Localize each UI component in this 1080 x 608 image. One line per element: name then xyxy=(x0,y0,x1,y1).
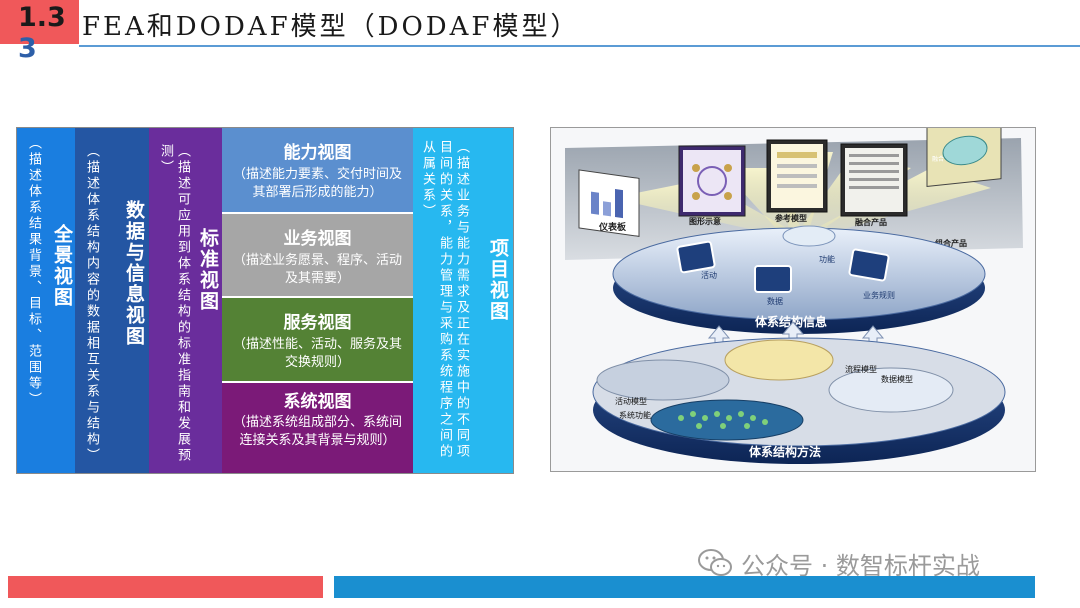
method-item-system-function: 系统功能 xyxy=(619,410,651,420)
dodaf-views-panel: （描述体系结果背景、目标、范围等） 全景视图 （描述体系结构内容的数据相互关系与… xyxy=(16,127,514,474)
card-label-fusion: 融合产品 xyxy=(855,217,887,227)
capability-view-title: 能力视图 xyxy=(283,143,352,163)
reference-card xyxy=(766,139,828,213)
info-item-data: 数据 xyxy=(767,296,783,306)
capability-view-desc: （描述能力要素、交付时间及其部署后形成的能力） xyxy=(232,167,402,200)
watermark: 公众号 · 数智标杆实战 xyxy=(697,546,980,580)
page-title: FEA和DODAF模型（DODAF模型） xyxy=(82,12,580,42)
section-number: 1.33 xyxy=(18,2,66,64)
data-view-column: （描述体系结构内容的数据相互关系与结构） 数据与信息视图 xyxy=(75,128,149,473)
footer-bar-blue xyxy=(334,576,1035,598)
info-item-activity: 活动 xyxy=(701,270,717,280)
graphic-card xyxy=(678,145,746,217)
section-number-block xyxy=(0,0,79,44)
card-label-dashboard: 仪表板 xyxy=(598,221,627,233)
service-view-row: 服务视图 （描述性能、活动、服务及其交换规则） xyxy=(222,298,413,381)
activity-tile xyxy=(676,240,716,274)
systems-view-row: 系统视图 （描述系统组成部分、系统间连接关系及其背景与规则） xyxy=(222,383,413,473)
process-model-area xyxy=(724,339,834,381)
info-item-business-rule: 业务规则 xyxy=(863,290,895,300)
standard-view-desc: （描述可应用到体系结构的标准指南和发展预测） xyxy=(158,144,190,464)
standard-view-title: 标准视图 xyxy=(197,228,219,312)
method-layer-title: 体系结构方法 xyxy=(749,444,821,459)
business-rule-tile xyxy=(848,248,890,282)
data-model-area xyxy=(828,367,954,413)
service-view-title: 服务视图 xyxy=(283,313,352,333)
activity-model-area xyxy=(596,359,730,401)
card-label-composite: 组合产品 xyxy=(935,238,967,248)
card-label-reference: 参考模型 xyxy=(774,213,807,223)
project-view-title: 项目视图 xyxy=(487,238,509,322)
function-tile xyxy=(782,225,836,247)
architecture-diagram: 仪表板 图形示意 参考模型 融合产品 组合产品 融合 活动 功能 数据 业务规则… xyxy=(550,127,1036,472)
systems-view-desc: （描述系统组成部分、系统间连接关系及其背景与规则） xyxy=(232,415,402,448)
data-view-title: 数据与信息视图 xyxy=(123,200,145,347)
footer-bar-red xyxy=(8,576,323,598)
method-item-activity-model: 活动模型 xyxy=(615,396,647,406)
fusion-card xyxy=(840,143,908,217)
composite-card-header: 融合 xyxy=(932,155,944,163)
operational-view-row: 业务视图 （描述业务愿景、程序、活动及其需要） xyxy=(222,214,413,296)
project-view-desc: （描述业务与能力需求及正在实施中的不同项目间的关系，能力管理与采购系统程序之间的… xyxy=(420,140,469,460)
data-tile xyxy=(754,265,792,293)
all-view-desc: （描述体系结果背景、目标、范围等） xyxy=(26,136,41,408)
wechat-icon xyxy=(698,549,732,576)
info-layer-title: 体系结构信息 xyxy=(755,314,827,329)
service-view-desc: （描述性能、活动、服务及其交换规则） xyxy=(232,337,402,370)
dashboard-card xyxy=(578,169,640,237)
capability-view-row: 能力视图 （描述能力要素、交付时间及其部署后形成的能力） xyxy=(222,128,413,212)
operational-view-desc: （描述业务愿景、程序、活动及其需要） xyxy=(232,253,402,286)
method-item-process-model: 流程模型 xyxy=(845,364,877,374)
all-view-column: （描述体系结果背景、目标、范围等） 全景视图 xyxy=(17,128,75,473)
architecture-diagram-svg: 仪表板 图形示意 参考模型 融合产品 组合产品 融合 活动 功能 数据 业务规则… xyxy=(565,128,1023,464)
system-function-nodes xyxy=(678,411,768,429)
project-view-column: （描述业务与能力需求及正在实施中的不同项目间的关系，能力管理与采购系统程序之间的… xyxy=(413,128,513,473)
data-view-desc: （描述体系结构内容的数据相互关系与结构） xyxy=(84,144,99,464)
all-view-title: 全景视图 xyxy=(51,224,73,308)
watermark-text: 公众号 · 数智标杆实战 xyxy=(741,551,980,580)
standard-view-column: （描述可应用到体系结构的标准指南和发展预测） 标准视图 xyxy=(149,128,222,473)
header-divider xyxy=(79,45,1080,47)
method-item-data-model: 数据模型 xyxy=(881,374,913,384)
operational-view-title: 业务视图 xyxy=(283,229,352,249)
card-label-graphic: 图形示意 xyxy=(689,216,721,226)
composite-card xyxy=(926,128,1002,188)
systems-view-title: 系统视图 xyxy=(283,392,352,412)
info-item-function: 功能 xyxy=(819,254,835,264)
